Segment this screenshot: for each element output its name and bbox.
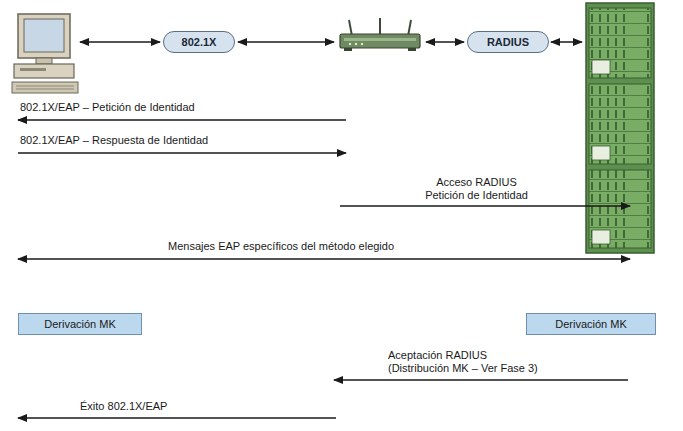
box-label: 802.1X xyxy=(182,36,217,48)
message-label: Acceso RADIUS Petición de Identidad xyxy=(420,176,533,202)
router-icon xyxy=(340,18,420,51)
protocol-box: 802.1X xyxy=(163,31,235,53)
step-box: Derivación MK xyxy=(526,313,656,335)
message-label: Aceptación RADIUS (Distribución MK – Ver… xyxy=(388,349,544,375)
step-box: Derivación MK xyxy=(18,313,142,335)
protocol-box: RADIUS xyxy=(467,31,549,53)
message-label: Mensajes EAP específicos del método eleg… xyxy=(168,240,394,253)
message-label: 802.1X/EAP – Respuesta de Identidad xyxy=(20,134,208,147)
server-rack xyxy=(586,3,654,253)
message-label: Éxito 802.1X/EAP xyxy=(80,400,167,413)
message-arrows xyxy=(18,120,630,418)
box-label: Derivación MK xyxy=(44,318,116,330)
box-label: Derivación MK xyxy=(555,318,627,330)
message-label: 802.1X/EAP – Petición de Identidad xyxy=(20,101,195,114)
box-label: RADIUS xyxy=(487,36,529,48)
computer-icon xyxy=(12,14,78,93)
